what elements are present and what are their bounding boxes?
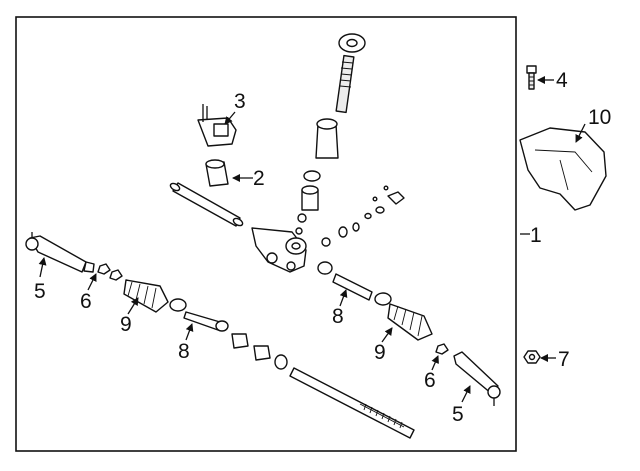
callout-6b: 6 bbox=[424, 369, 436, 392]
callout-4: 4 bbox=[556, 69, 568, 92]
callout-8a: 8 bbox=[178, 340, 190, 363]
steering-gear-housing bbox=[251, 33, 366, 273]
rack-boot-right bbox=[387, 303, 433, 341]
tie-rod-end-left bbox=[25, 232, 95, 273]
mount-bushing bbox=[205, 159, 229, 187]
lock-nut bbox=[523, 350, 541, 364]
rack-tube bbox=[169, 182, 244, 227]
callout-9a: 9 bbox=[120, 313, 132, 336]
callout-8b: 8 bbox=[332, 305, 344, 328]
inner-tie-rod-left bbox=[183, 311, 229, 332]
callout-2: 2 bbox=[253, 167, 265, 190]
steering-rack bbox=[289, 367, 415, 439]
housing-fittings bbox=[321, 185, 405, 247]
callout-9b: 9 bbox=[374, 341, 386, 364]
jam-nut-right bbox=[435, 343, 449, 355]
callout-7: 7 bbox=[558, 348, 570, 371]
jam-nut-left bbox=[97, 263, 123, 281]
callout-5a: 5 bbox=[34, 280, 46, 303]
callout-6a: 6 bbox=[80, 290, 92, 313]
callout-5b: 5 bbox=[452, 403, 464, 426]
callout-1: 1 bbox=[530, 224, 542, 247]
callout-3: 3 bbox=[234, 90, 246, 113]
rack-boot-left bbox=[123, 279, 187, 313]
inner-tie-rod-right bbox=[317, 261, 392, 306]
callout-10: 10 bbox=[588, 106, 611, 129]
assembly-frame bbox=[15, 16, 517, 452]
rack-bushings-left bbox=[231, 333, 288, 370]
leader-lines bbox=[38, 76, 586, 403]
tie-rod-end-right bbox=[453, 351, 501, 406]
mount-clamp bbox=[197, 104, 237, 147]
mounting-bolt bbox=[526, 65, 537, 90]
heat-shield bbox=[519, 127, 607, 211]
